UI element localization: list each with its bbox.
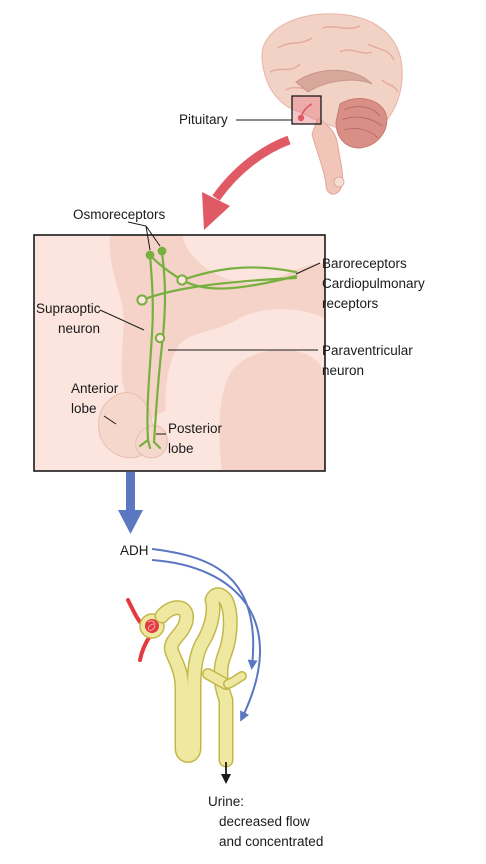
osmoreceptor-cell-1	[145, 250, 155, 260]
osmoreceptor-cell-2	[157, 246, 167, 256]
neuron-cell-body-2	[136, 294, 148, 306]
posterior-region-tissue	[219, 349, 325, 471]
osmoreceptors-label: Osmoreceptors	[73, 207, 166, 222]
neuron-cell-body-1	[176, 274, 188, 286]
brain-illustration	[261, 13, 403, 195]
paraventricular-label-line2: neuron	[322, 363, 364, 378]
adh-to-kidney-arrows	[151, 548, 261, 722]
inset-border	[33, 234, 326, 472]
urine-label-line2: decreased flow	[219, 814, 310, 829]
urine-label-line1: Urine:	[208, 794, 244, 809]
receptors-label: receptors	[322, 296, 379, 311]
supraoptic-label-line1: Supraoptic	[36, 301, 101, 316]
baroreceptors-label: Baroreceptors	[322, 256, 407, 271]
cardiopulmonary-label: Cardiopulmonary	[322, 276, 425, 291]
anterior-lobe-label-line1: Anterior	[71, 381, 119, 396]
inset-leader-lines	[99, 221, 321, 435]
cerebellum	[335, 98, 388, 149]
paraventricular-label-line1: Paraventricular	[322, 343, 413, 358]
urine-label-line3: and concentrated	[219, 834, 323, 849]
posterior-lobe-label-line2: lobe	[168, 441, 194, 456]
red-arrow	[202, 135, 291, 230]
supraoptic-label-line2: neuron	[58, 321, 100, 336]
blue-down-arrow	[118, 472, 143, 534]
nephron-illustration	[126, 587, 247, 768]
posterior-lobe-label-line1: Posterior	[168, 421, 223, 436]
corpus-callosum	[295, 69, 373, 93]
anterior-lobe-label-line2: lobe	[71, 401, 97, 416]
pituitary-label: Pituitary	[179, 112, 228, 127]
adh-label: ADH	[120, 543, 149, 558]
neuron-cell-body-3	[154, 332, 166, 344]
brainstem	[311, 117, 344, 195]
pituitary-inset	[33, 234, 326, 472]
pituitary-highlight-box	[291, 95, 322, 125]
